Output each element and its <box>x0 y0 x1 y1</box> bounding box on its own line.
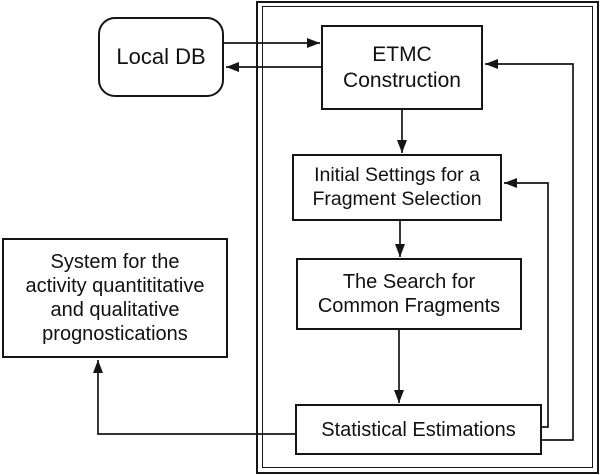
node-etmc-construction: ETMC Construction <box>321 25 483 110</box>
node-system-prognostications-label: System for the activity quantititative a… <box>25 251 205 345</box>
arrow-statistical-to-initial <box>504 178 549 428</box>
node-statistical-estimations: Statistical Estimations <box>295 404 542 455</box>
node-local-db-label: Local DB <box>116 43 206 69</box>
node-etmc-construction-label: ETMC Construction <box>343 43 461 92</box>
outer-frame <box>256 1 599 474</box>
arrow-statistical-to-etmc <box>485 59 574 441</box>
arrow-statistical-to-system <box>93 360 295 435</box>
node-system-prognostications: System for the activity quantititative a… <box>2 238 228 358</box>
node-search-common-fragments-label: The Search for Common Fragments <box>317 271 501 317</box>
node-search-common-fragments: The Search for Common Fragments <box>296 258 522 330</box>
node-initial-settings: Initial Settings for a Fragment Selectio… <box>292 154 502 221</box>
node-initial-settings-label: Initial Settings for a Fragment Selectio… <box>312 164 482 210</box>
node-local-db: Local DB <box>98 17 224 97</box>
node-statistical-estimations-label: Statistical Estimations <box>321 418 516 441</box>
inner-frame <box>262 6 593 468</box>
